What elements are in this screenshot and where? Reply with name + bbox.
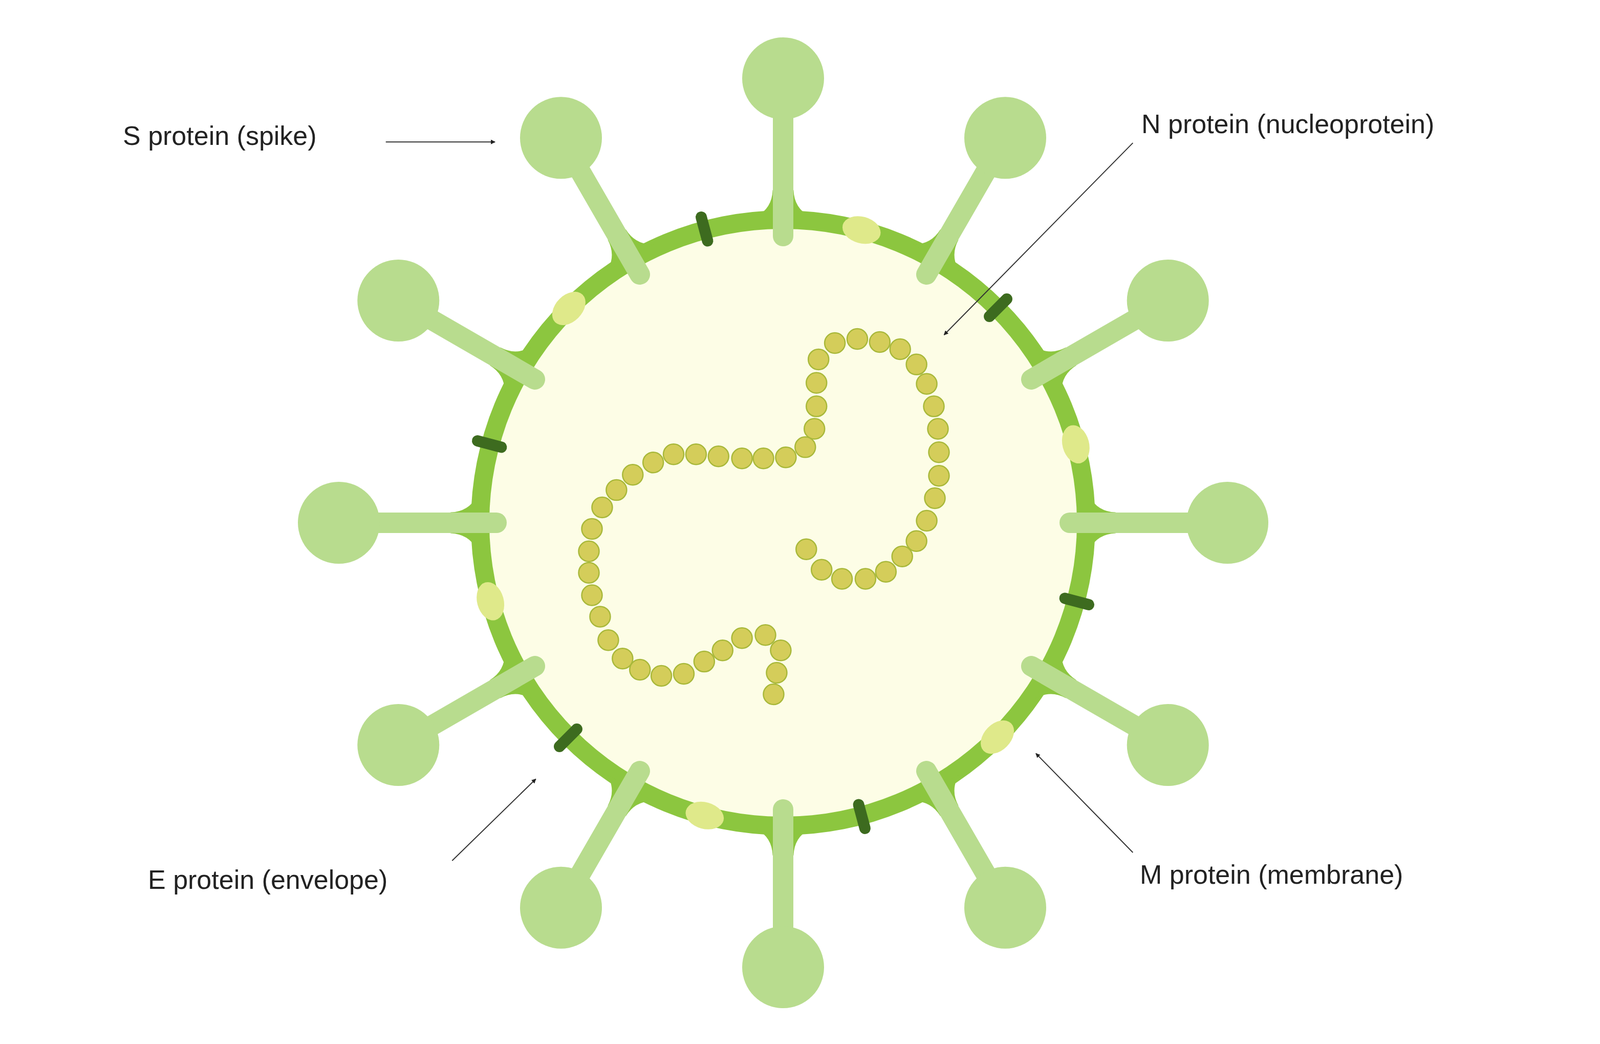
nucleoprotein-bead [770, 639, 791, 661]
nucleoprotein-bead [923, 396, 945, 417]
nucleoprotein-bead [712, 639, 733, 661]
nucleoprotein-bead [589, 606, 611, 627]
m-protein [1057, 421, 1094, 467]
e-protein [477, 440, 502, 447]
leader-arrow [943, 142, 1133, 335]
nucleoprotein-bead [612, 647, 633, 669]
spike-head [1186, 481, 1269, 564]
spike-head [297, 481, 380, 564]
spike-head [964, 866, 1047, 949]
virus [297, 37, 1269, 1008]
nucleoprotein-bead [766, 662, 787, 683]
spike-head [742, 37, 825, 120]
nucleoprotein-bead [804, 418, 825, 439]
nucleoprotein-bead [763, 683, 784, 705]
nucleoprotein-bead [808, 349, 829, 370]
spike-head [742, 925, 825, 1008]
viral-membrane [470, 210, 1096, 835]
virus-interior [489, 228, 1077, 817]
part-label: S protein (spike) [122, 120, 317, 152]
nucleoprotein-bead [928, 465, 949, 486]
nucleoprotein-bead [591, 496, 613, 518]
nucleoprotein-bead [824, 332, 846, 354]
nucleoprotein-bead [581, 518, 603, 539]
nucleoprotein-bead [597, 629, 619, 651]
nucleoprotein-bead [578, 541, 600, 562]
leader-arrow [1035, 753, 1133, 853]
nucleoprotein-bead [906, 354, 927, 375]
nucleoprotein-bead [869, 331, 891, 353]
nucleoprotein-bead [731, 627, 753, 648]
nucleoprotein-bead [755, 624, 776, 645]
nucleoprotein-bead [708, 445, 729, 467]
spike-head [520, 866, 602, 949]
nucleoprotein-bead [855, 568, 876, 590]
nucleoprotein-bead [847, 328, 868, 350]
spike-head [1127, 703, 1209, 786]
part-label: N protein (nucleoprotein) [1141, 109, 1435, 140]
spike-head [964, 96, 1047, 179]
nucleoprotein-bead [622, 464, 643, 485]
part-label: M protein (membrane) [1139, 859, 1403, 891]
spike-head [1127, 259, 1209, 342]
nucleoprotein-bead [642, 451, 664, 473]
spike-head [520, 96, 602, 179]
m-protein [974, 713, 1021, 761]
leader-lines [385, 141, 1134, 861]
e-protein [1065, 598, 1089, 605]
nucleoprotein-bead [731, 447, 753, 469]
e-protein [989, 298, 1007, 317]
nucleoprotein-bead [927, 418, 948, 439]
nucleoprotein-bead [581, 585, 603, 606]
nucleoprotein-bead [924, 487, 946, 509]
nucleoprotein-bead [775, 446, 796, 468]
part-label: E protein (envelope) [147, 864, 388, 896]
m-protein [472, 578, 509, 624]
nucleoprotein-bead [673, 663, 695, 684]
nucleoprotein-bead [806, 372, 827, 394]
nucleoprotein-bead [794, 436, 816, 458]
nucleoprotein-bead [875, 561, 897, 582]
spike-head [357, 703, 440, 786]
nucleoprotein-bead [806, 396, 827, 417]
e-protein [559, 728, 577, 747]
nucleoprotein-bead [606, 479, 627, 501]
nucleoprotein-bead [928, 441, 949, 463]
nucleoprotein-bead [663, 443, 684, 465]
m-protein [682, 797, 727, 834]
nucleoprotein-bead [831, 568, 853, 590]
nucleoprotein-bead [892, 546, 913, 567]
nucleoprotein-bead [651, 665, 672, 686]
nucleoprotein-bead [685, 443, 707, 465]
m-protein [545, 285, 593, 332]
m-protein [839, 211, 884, 248]
e-protein [701, 217, 708, 241]
nucleoprotein-bead [629, 659, 651, 680]
nucleoprotein-bead [916, 373, 938, 395]
nucleoprotein-bead [795, 538, 817, 560]
e-protein [858, 804, 866, 829]
nucleoprotein-bead [916, 510, 938, 531]
spike-head [357, 259, 440, 342]
nucleoprotein-bead [890, 338, 911, 360]
nucleoprotein-bead [578, 562, 600, 583]
leader-arrow [385, 141, 495, 143]
leader-arrow [451, 778, 536, 861]
nucleoprotein-bead [811, 559, 832, 580]
nucleoprotein-bead [694, 651, 715, 672]
nucleoprotein-bead [753, 447, 774, 469]
